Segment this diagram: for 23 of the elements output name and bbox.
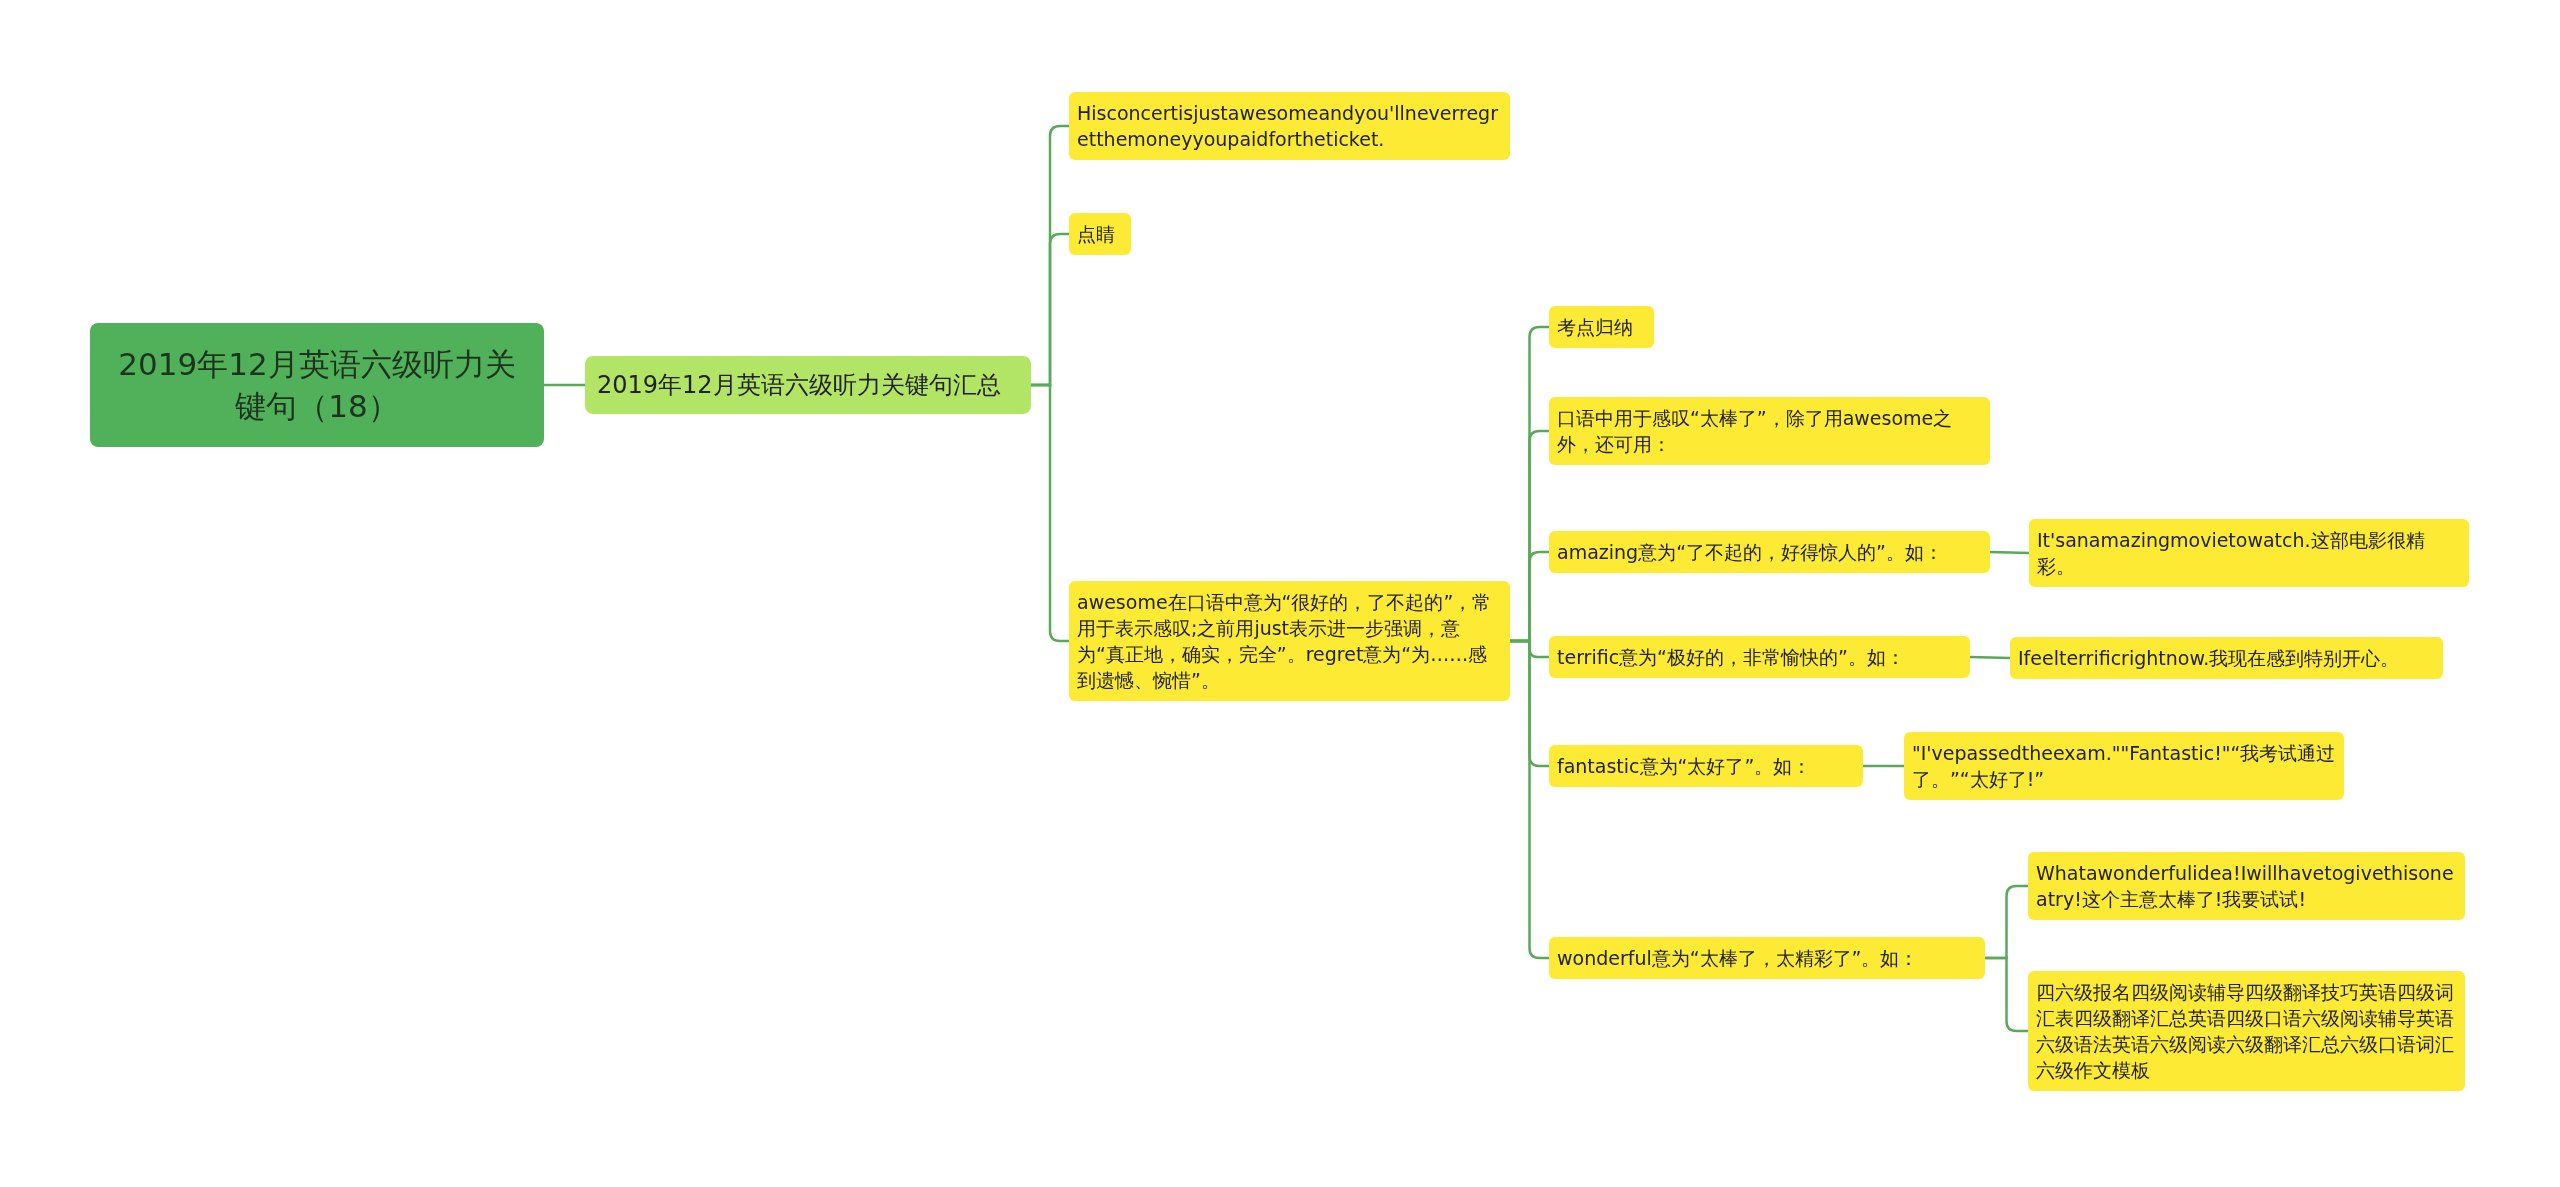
topic-box: 口语中用于感叹“太棒了”，除了用awesome之外，还可用： bbox=[1549, 397, 1990, 465]
topic-box: Ifeelterrificrightnow.我现在感到特别开心。 bbox=[2010, 637, 2443, 679]
connector-line bbox=[544, 383, 585, 387]
topic-box: wonderful意为“太棒了，太精彩了”。如： bbox=[1549, 937, 1985, 979]
topic-box: Hisconcertisjustawesomeandyou'llneverregretthemoneyyoupaidfortheticket. bbox=[1069, 92, 1510, 160]
topic-box: fantastic意为“太好了”。如： bbox=[1549, 745, 1863, 787]
topic-box: 考点归纳 bbox=[1549, 306, 1654, 348]
subtopic-box: 2019年12月英语六级听力关键句汇总 bbox=[585, 356, 1031, 414]
connector-line bbox=[1989, 550, 2030, 555]
topic-box: 点睛 bbox=[1069, 213, 1131, 255]
topic-box: "I'vepassedtheexam.""Fantastic!"“我考试通过了。”“太好了!” bbox=[1904, 732, 2344, 800]
topic-box: terrific意为“极好的，非常愉快的”。如： bbox=[1549, 636, 1970, 678]
topic-box: Whatawonderfulidea!Iwillhavetogivethisoneatry!这个主意太棒了!我要试试! bbox=[2028, 852, 2465, 920]
connector-line bbox=[1863, 764, 1904, 768]
topic-box: 四六级报名四级阅读辅导四级翻译技巧英语四级词汇表四级翻译汇总英语四级口语六级阅读辅导英语六级语法英语六级阅读六级翻译汇总六级口语词汇六级作文模板 bbox=[2028, 971, 2465, 1091]
topic-box: awesome在口语中意为“很好的，了不起的”，常用于表示感叹;之前用just表示进一步强调，意为“真正地，确实，完全”。regret意为“为……感到遗憾、惋惜”。 bbox=[1069, 581, 1510, 701]
connector-line bbox=[1969, 655, 2011, 660]
root-topic: 2019年12月英语六级听力关键句（18） bbox=[90, 323, 544, 447]
connector-line bbox=[1031, 383, 1069, 643]
connector-line bbox=[1985, 956, 2028, 1033]
connector-line bbox=[1510, 639, 1549, 960]
topic-box: It'sanamazingmovietowatch.这部电影很精彩。 bbox=[2029, 519, 2469, 587]
topic-box: amazing意为“了不起的，好得惊人的”。如： bbox=[1549, 531, 1990, 573]
